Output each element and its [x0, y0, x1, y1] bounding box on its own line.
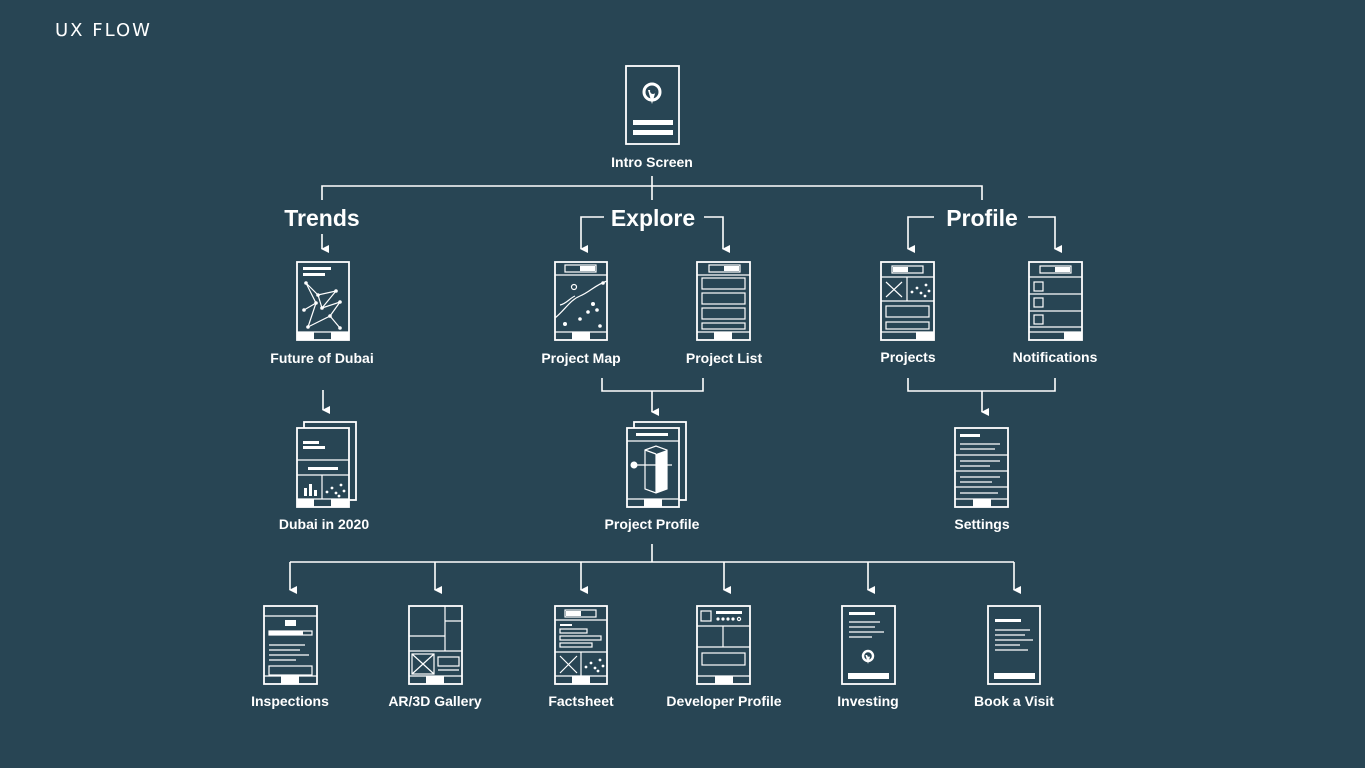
screen-project-map: Project Map: [541, 261, 621, 366]
label-projects: Projects: [880, 349, 935, 365]
section-trends: Trends: [284, 205, 359, 231]
screen-project-profile: Project Profile: [605, 421, 700, 532]
arrow-profile-notifications: [1028, 216, 1062, 253]
connector-map-list-merge: [601, 378, 704, 392]
network-graph-icon: [303, 282, 342, 329]
screen-inspections: Inspections: [251, 605, 329, 709]
screen-factsheet: Factsheet: [548, 605, 614, 709]
label-ar-gallery: AR/3D Gallery: [388, 693, 482, 709]
screen-notifications: Notifications: [1013, 261, 1098, 365]
label-intro-screen: Intro Screen: [611, 154, 693, 170]
label-developer-profile: Developer Profile: [666, 693, 781, 709]
screen-investing: Investing: [837, 605, 899, 709]
label-project-map: Project Map: [541, 350, 620, 366]
connectors: [289, 176, 1062, 594]
arrow-profile-projects: [907, 216, 934, 253]
screen-future-of-dubai: Future of Dubai: [270, 261, 374, 366]
logo-icon: [861, 649, 875, 664]
bar-chart-icon: [304, 484, 317, 496]
label-settings: Settings: [954, 516, 1009, 532]
screen-book-visit: Book a Visit: [974, 605, 1054, 709]
screen-dubai-2020: Dubai in 2020: [279, 421, 369, 532]
building-3d-icon: [630, 445, 672, 494]
label-dubai-2020: Dubai in 2020: [279, 516, 369, 532]
scatter-icon: [325, 483, 346, 498]
label-factsheet: Factsheet: [548, 693, 614, 709]
section-explore: Explore: [611, 205, 695, 231]
arrow-explore-map: [580, 216, 604, 253]
screen-intro: Intro Screen: [611, 65, 693, 170]
section-profile: Profile: [946, 205, 1018, 231]
label-future-of-dubai: Future of Dubai: [270, 350, 373, 366]
label-notifications: Notifications: [1013, 349, 1098, 365]
screen-project-list: Project List: [686, 261, 763, 366]
label-book-visit: Book a Visit: [974, 693, 1054, 709]
map-icon: [554, 280, 608, 319]
arrow-explore-list: [704, 216, 730, 253]
label-project-profile: Project Profile: [605, 516, 700, 532]
screen-ar-gallery: AR/3D Gallery: [388, 605, 482, 709]
connector-sections-bar: [321, 185, 983, 200]
logo-icon: [642, 82, 662, 104]
label-inspections: Inspections: [251, 693, 329, 709]
page-title: UX FLOW: [55, 20, 152, 41]
screen-settings: Settings: [954, 427, 1010, 532]
label-investing: Investing: [837, 693, 898, 709]
connector-projects-notifications-merge: [907, 378, 1056, 392]
label-project-list: Project List: [686, 350, 763, 366]
screen-developer-profile: Developer Profile: [666, 605, 782, 709]
screen-projects: Projects: [880, 261, 936, 365]
